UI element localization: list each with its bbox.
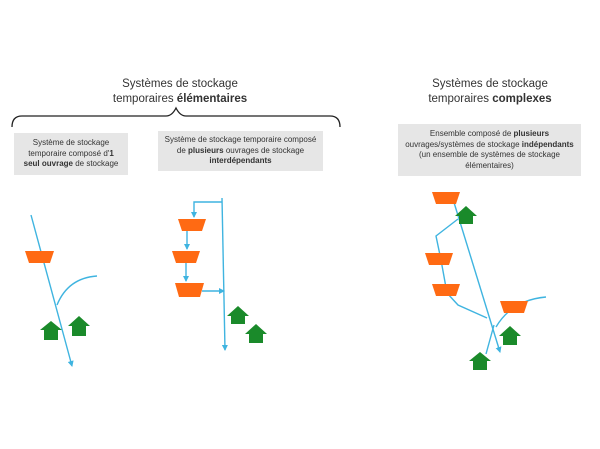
box-multiple-structures: Système de stockage temporaire composé d… bbox=[158, 131, 323, 171]
storage-basin-icon bbox=[425, 253, 453, 265]
heading-elementary-line2: temporaires bbox=[112, 93, 177, 105]
heading-elementary: Systèmes de stockage temporaires élément… bbox=[100, 77, 260, 107]
flow-line bbox=[30, 214, 74, 367]
house-icon bbox=[469, 352, 491, 370]
storage-basin-icon bbox=[175, 283, 204, 297]
house-icon bbox=[499, 326, 521, 345]
heading-elementary-bold: élémentaires bbox=[176, 93, 248, 105]
heading-complex: Systèmes de stockage temporaires complex… bbox=[410, 77, 570, 107]
diagram-single bbox=[25, 214, 98, 367]
flow-branch bbox=[191, 201, 222, 218]
storage-basin-icon bbox=[432, 284, 460, 296]
heading-elementary-line1: Systèmes de stockage bbox=[122, 78, 238, 90]
storage-basin-icon bbox=[178, 219, 206, 231]
house-icon bbox=[455, 206, 477, 224]
house-icon bbox=[68, 316, 90, 336]
house-icon bbox=[40, 321, 62, 340]
house-icon bbox=[245, 324, 267, 343]
house-icon bbox=[227, 306, 249, 324]
storage-basin-icon bbox=[500, 301, 528, 313]
flow-line bbox=[221, 197, 228, 351]
flow-branch bbox=[56, 275, 98, 306]
storage-basin-icon bbox=[172, 251, 200, 263]
heading-complex-bold: complexes bbox=[492, 93, 552, 105]
storage-basin-icon bbox=[432, 192, 460, 204]
curly-brace bbox=[11, 106, 341, 128]
diagram-complex bbox=[425, 192, 547, 370]
storage-basin-icon bbox=[25, 251, 54, 263]
flow-branch bbox=[435, 218, 488, 319]
diagram-multiple bbox=[172, 197, 267, 351]
flow-branch bbox=[485, 324, 495, 355]
box-single-structure: Système de stockage temporaire composé d… bbox=[14, 133, 128, 175]
heading-complex-line1: Systèmes de stockage bbox=[432, 78, 548, 90]
box-ensemble: Ensemble composé de plusieurs ouvrages/s… bbox=[398, 124, 581, 176]
heading-complex-line2: temporaires bbox=[428, 93, 493, 105]
